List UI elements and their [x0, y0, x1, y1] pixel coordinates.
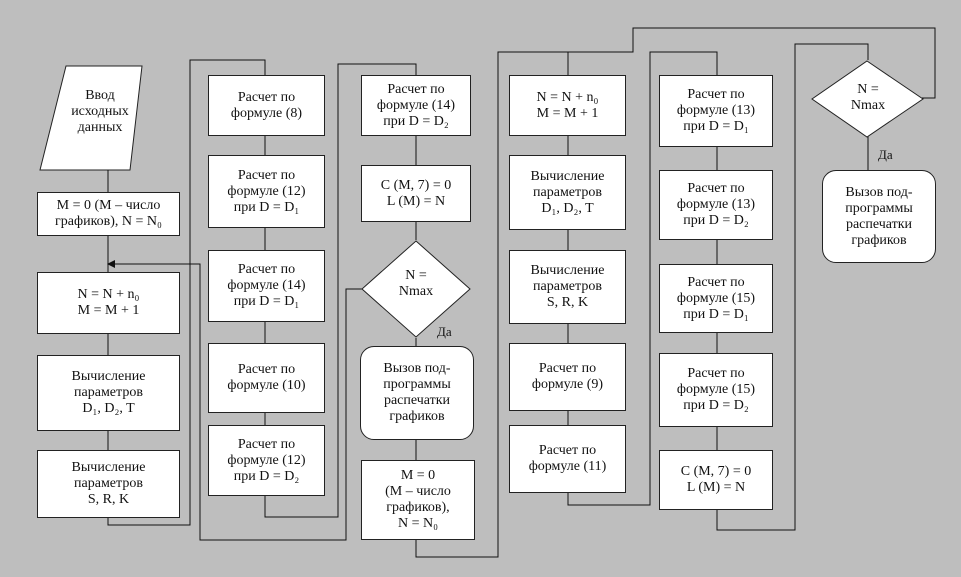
formula-14-d1-box: Расчет по формуле (14) при D = D₁: [208, 250, 325, 322]
calc-params-d-box: Вычисление параметров D₁, D₂, T: [37, 355, 180, 431]
formula-15-d1-box: Расчет по формуле (15) при D = D₁: [659, 264, 773, 333]
yes-label-2: Да: [878, 147, 893, 162]
c-l-assign-box-2: C (M, 7) = 0 L (M) = N: [659, 450, 773, 510]
formula-8-box: Расчет по формуле (8): [208, 75, 325, 136]
c-l-assign-box: C (M, 7) = 0 L (M) = N: [361, 165, 471, 222]
nmax-decision-text: N = Nmax: [398, 268, 434, 299]
input-parallelogram: [39, 65, 143, 171]
yes-label: Да: [437, 324, 452, 339]
reset-box: M = 0 (M – число графиков), N = N₀: [361, 460, 475, 540]
nmax-decision-diamond: [361, 240, 471, 338]
calc-params-d-box-2: Вычисление параметров D₁, D₂, T: [509, 155, 626, 230]
calc-params-s-box: Вычисление параметров S, R, K: [37, 450, 180, 518]
formula-13-d1-box: Расчет по формуле (13) при D = D₁: [659, 75, 773, 147]
increment-box-2: N = N + n₀ M = M + 1: [509, 75, 626, 136]
print-subroutine-box-2: Вызов под- программы распечатки графиков: [822, 170, 936, 263]
formula-9-box: Расчет по формуле (9): [509, 343, 626, 411]
nmax-decision-text-2: N = Nmax: [850, 82, 886, 113]
formula-12-d1-box: Расчет по формуле (12) при D = D₁: [208, 155, 325, 228]
init-box: M = 0 (M – число графиков), N = N₀: [37, 192, 180, 236]
formula-12-d2-box: Расчет по формуле (12) при D = D₂: [208, 425, 325, 496]
formula-14-d2-box: Расчет по формуле (14) при D = D₂: [361, 75, 471, 136]
formula-13-d2-box: Расчет по формуле (13) при D = D₂: [659, 170, 773, 240]
print-subroutine-box: Вызов под- программы распечатки графиков: [360, 346, 474, 440]
input-data-text: Ввод исходных данных: [71, 88, 129, 135]
formula-11-box: Расчет по формуле (11): [509, 425, 626, 493]
formula-15-d2-box: Расчет по формуле (15) при D = D₂: [659, 353, 773, 427]
nmax-decision-diamond-2: [811, 60, 924, 138]
increment-box: N = N + n₀ M = M + 1: [37, 272, 180, 334]
formula-10-box: Расчет по формуле (10): [208, 343, 325, 413]
calc-params-s-box-2: Вычисление параметров S, R, K: [509, 250, 626, 324]
